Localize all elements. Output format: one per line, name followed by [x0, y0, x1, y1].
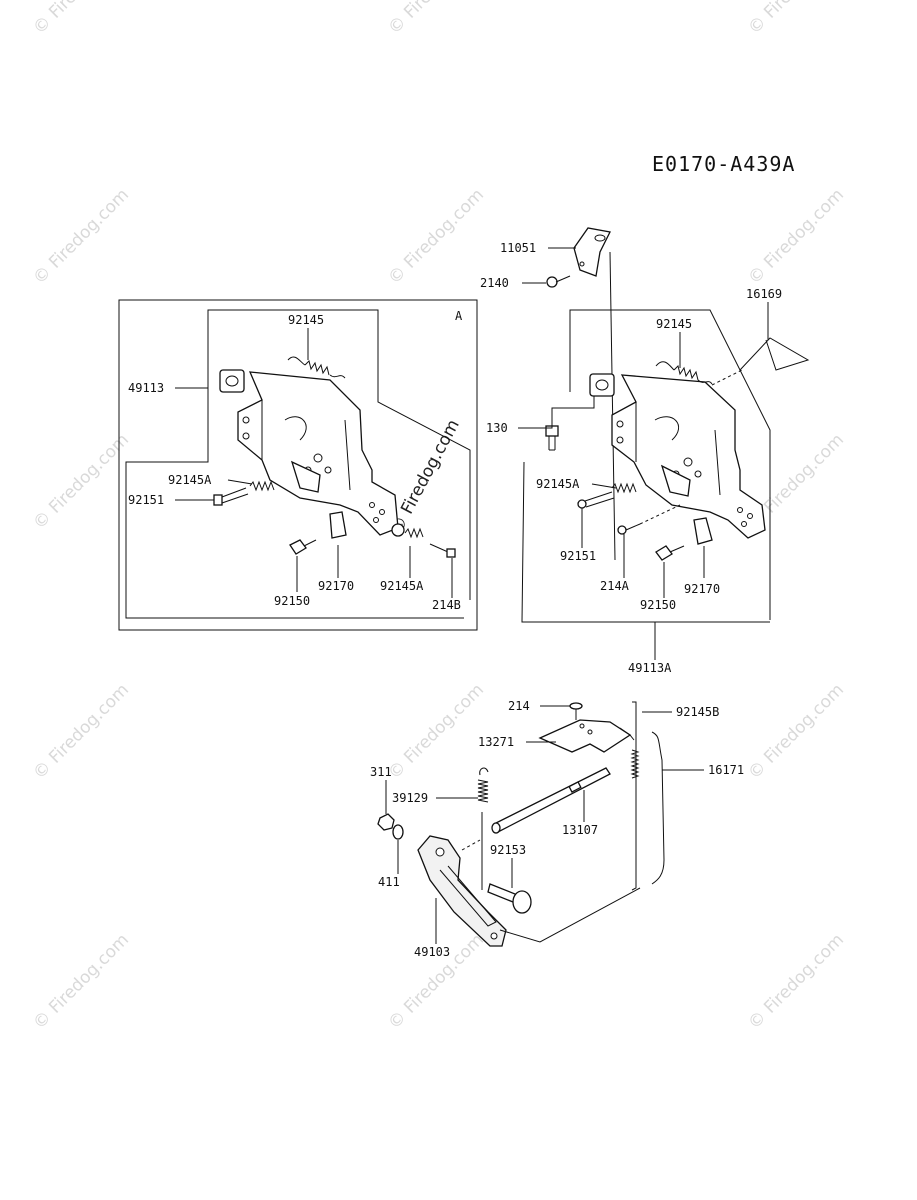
part-label: 214 [508, 699, 530, 713]
part-label: 214A [600, 579, 630, 593]
plate-13271 [538, 719, 635, 753]
bracket-icon [329, 511, 347, 539]
nut-icon [377, 813, 395, 831]
spring-icon [287, 356, 346, 379]
leader-line [591, 483, 617, 489]
spring-icon [477, 767, 489, 803]
leader-line [518, 396, 595, 429]
part-label: 92151 [560, 549, 596, 563]
reference-line [609, 251, 616, 561]
part-label: 92145 [656, 317, 692, 331]
watermark: © Firedog.com [384, 0, 488, 39]
part-label: 13271 [478, 735, 514, 749]
inset-label: A [455, 309, 463, 323]
leader-line [227, 479, 253, 485]
part-label: 92150 [640, 598, 676, 612]
bracket-icon [693, 517, 713, 545]
part-label: 311 [370, 765, 392, 779]
watermark: © Firedog.com [384, 680, 488, 784]
part-label: 13107 [562, 823, 598, 837]
spring-icon [630, 749, 640, 779]
lower-assembly: 214 92145B 13271 16171 311 39129 13107 9… [370, 699, 744, 959]
watermark: © Firedog.com [29, 930, 133, 1034]
part-label: 92145 [288, 313, 324, 327]
reference-line [461, 839, 481, 851]
group-bracket [125, 390, 464, 619]
lever-49103 [417, 835, 507, 947]
part-label: 92145A [168, 473, 212, 487]
group-bracket [207, 309, 471, 600]
part-label: 49103 [414, 945, 450, 959]
reference-line [499, 887, 641, 943]
watermark-center: © Firedog.com [387, 416, 464, 537]
spring-icon [655, 361, 713, 385]
spring-icon [611, 482, 637, 494]
part-label: 92151 [128, 493, 164, 507]
part-label: 16169 [746, 287, 782, 301]
screw-icon [546, 275, 571, 288]
pin-icon [487, 883, 532, 914]
control-plate-left [219, 369, 399, 536]
diagram-code: E0170-A439A [652, 152, 795, 176]
washer-icon [391, 523, 405, 537]
bolt-icon [545, 425, 559, 451]
spring-icon [404, 527, 424, 539]
group-bracket [569, 309, 771, 620]
spring-icon [249, 480, 275, 492]
part-label: 16171 [708, 763, 744, 777]
bolt-icon [213, 487, 249, 506]
part-label: 92145A [536, 477, 580, 491]
part-label: 214B [432, 598, 461, 612]
part-label: 49113 [128, 381, 164, 395]
part-label: 92153 [490, 843, 526, 857]
part-label: 2140 [480, 276, 509, 290]
part-label: 49113A [628, 661, 672, 675]
screw-icon [617, 504, 681, 535]
bolt-icon [655, 545, 685, 561]
screw-icon [569, 702, 583, 720]
part-label: 130 [486, 421, 508, 435]
bracket-11051 [573, 227, 611, 277]
part-label: 92170 [318, 579, 354, 593]
part-label: 39129 [392, 791, 428, 805]
watermark: © Firedog.com [744, 680, 848, 784]
rod-icon [631, 701, 637, 891]
bolt-icon [577, 491, 615, 509]
part-label: 411 [378, 875, 400, 889]
watermark: © Firedog.com [29, 185, 133, 289]
assembly-49113a: 11051 2140 16169 92145 130 92145A 92151 … [480, 227, 810, 675]
part-label: 11051 [500, 241, 536, 255]
watermark: © Firedog.com [29, 430, 133, 534]
part-label: 92150 [274, 594, 310, 608]
watermark: © Firedog.com [744, 930, 848, 1034]
inset-a: A [118, 299, 478, 631]
bolt-icon [289, 539, 317, 555]
control-plate-right [589, 373, 766, 539]
watermark: © Firedog.com [29, 0, 133, 39]
shaft-13107 [491, 767, 611, 834]
part-label: 92170 [684, 582, 720, 596]
inset-frame [118, 299, 478, 631]
part-label: 92145A [380, 579, 424, 593]
watermark: © Firedog.com [29, 680, 133, 784]
washer-icon [392, 824, 404, 840]
link-rod-icon [651, 731, 665, 885]
bolt-icon [429, 543, 456, 558]
part-label: 92145B [676, 705, 719, 719]
watermark: © Firedog.com [744, 185, 848, 289]
group-bracket [521, 461, 770, 623]
watermark: © Firedog.com [384, 185, 488, 289]
link-rod-icon [739, 337, 810, 371]
watermark: © Firedog.com [744, 0, 848, 39]
